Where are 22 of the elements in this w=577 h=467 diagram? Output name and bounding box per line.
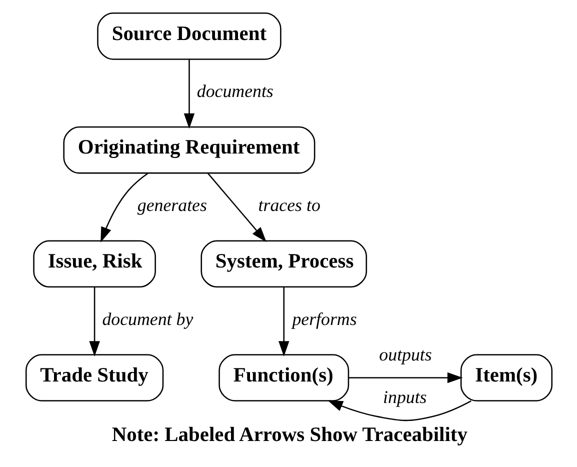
arrow bbox=[206, 172, 266, 242]
node-box: Issue, Risk bbox=[32, 240, 156, 288]
node-box: Item(s) bbox=[460, 354, 552, 402]
arrow bbox=[100, 172, 148, 242]
arrow bbox=[327, 400, 471, 422]
edge-label: inputs bbox=[382, 386, 426, 407]
edge-label: traces to bbox=[258, 195, 320, 216]
arrow bbox=[88, 287, 100, 356]
node-box: Source Document bbox=[96, 12, 281, 60]
edge-label: outputs bbox=[378, 344, 432, 365]
edge-label: documents bbox=[196, 81, 273, 102]
node-box: System, Process bbox=[200, 240, 367, 288]
node-box: Originating Requirement bbox=[62, 126, 315, 174]
arrow bbox=[183, 59, 194, 129]
caption: Note: Labeled Arrows Show Traceability bbox=[111, 424, 467, 446]
arrow bbox=[278, 287, 289, 356]
edge-label: generates bbox=[136, 195, 206, 216]
node-box: Function(s) bbox=[218, 354, 349, 402]
node-box: Trade Study bbox=[24, 354, 164, 402]
edge-label: performs bbox=[292, 308, 356, 329]
arrow bbox=[348, 372, 462, 384]
edge-label: document by bbox=[102, 308, 193, 329]
